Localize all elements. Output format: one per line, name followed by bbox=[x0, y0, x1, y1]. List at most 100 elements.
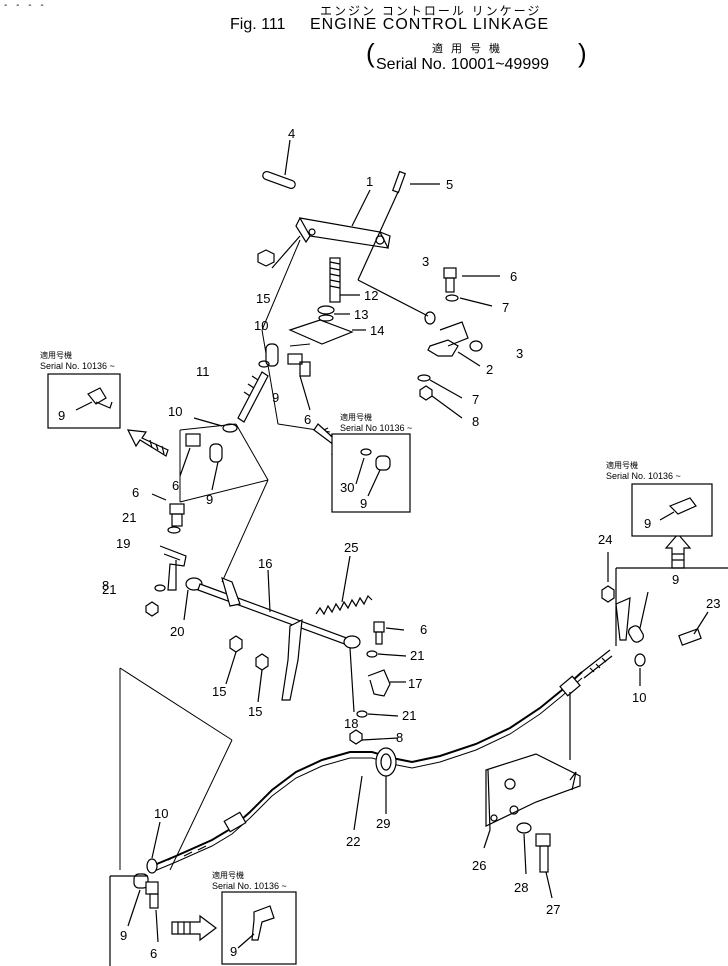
part-9-clevis-lower bbox=[127, 873, 159, 943]
inset-left-jp: 適用号機 bbox=[40, 350, 72, 360]
callout-14: 14 bbox=[370, 323, 384, 338]
connector-lines bbox=[119, 239, 331, 871]
part-2-bracket bbox=[424, 311, 483, 367]
inset-center-serial: Serial No 10136 ~ bbox=[340, 423, 412, 433]
callout-10a: 10 bbox=[254, 318, 268, 333]
callout-15a: 15 bbox=[256, 291, 270, 306]
callout-24: 24 bbox=[598, 532, 612, 547]
callout-10c: 10 bbox=[632, 690, 646, 705]
applicable-units-label: 適用号機 bbox=[432, 42, 508, 55]
part-4-rod bbox=[262, 139, 296, 190]
callout-9d: 9 bbox=[120, 928, 127, 943]
inset-right-serial: Serial No. 10136 ~ bbox=[606, 471, 681, 481]
inset-bracket-lower bbox=[109, 875, 148, 966]
callout-9a: 9 bbox=[272, 390, 279, 405]
inset-lower-serial: Serial No. 10136 ~ bbox=[212, 881, 287, 891]
part-6-bolt-upper-right bbox=[443, 267, 500, 293]
callout-15c: 15 bbox=[248, 704, 262, 719]
callout-8b: 8 bbox=[102, 578, 109, 593]
callout-13: 13 bbox=[354, 307, 368, 322]
callout-3a: 3 bbox=[422, 254, 429, 269]
part-9-clevis-right bbox=[628, 591, 649, 643]
part-21-washers bbox=[154, 526, 378, 718]
callout-26: 26 bbox=[472, 858, 486, 873]
callout-4: 4 bbox=[288, 126, 295, 141]
inset-box-right bbox=[631, 483, 713, 537]
callout-23: 23 bbox=[706, 596, 720, 611]
part-29-grommet bbox=[375, 747, 397, 814]
callout-2: 2 bbox=[486, 362, 493, 377]
callout-6d: 6 bbox=[132, 485, 139, 500]
callout-18: 18 bbox=[344, 716, 358, 731]
inset-left-serial: Serial No. 10136 ~ bbox=[40, 361, 115, 371]
inset-box-center bbox=[331, 433, 411, 513]
inset-center-part-9: 9 bbox=[360, 496, 367, 511]
callout-21-lower-left: 21 bbox=[102, 582, 116, 597]
callout-3b: 3 bbox=[516, 346, 523, 361]
inset-left-part-9: 9 bbox=[58, 408, 65, 423]
part-24-clip bbox=[615, 597, 631, 641]
callout-22: 22 bbox=[346, 834, 360, 849]
open-paren: ( bbox=[366, 38, 375, 68]
figure-number: Fig. 111 bbox=[230, 16, 286, 33]
callout-27: 27 bbox=[546, 902, 560, 917]
part-25-spring bbox=[315, 555, 373, 616]
part-6-bolt-mid-right bbox=[361, 621, 407, 741]
part-26-bracket bbox=[483, 692, 581, 849]
close-paren: ) bbox=[578, 38, 587, 68]
serial-range: Serial No. 10001~49999 bbox=[376, 56, 550, 73]
part-10-lower-pins bbox=[146, 653, 646, 874]
callout-6b: 6 bbox=[304, 412, 311, 427]
callout-19: 19 bbox=[116, 536, 130, 551]
inset-right-jp: 適用号機 bbox=[606, 460, 638, 470]
callout-labels: 1 2 3 3 4 5 6 6 6 6 6 6 7 7 8 8 8 9 9 9 … bbox=[102, 126, 720, 961]
arrow-left-upper bbox=[126, 429, 169, 457]
part-14-plate bbox=[288, 319, 366, 345]
part-7-washers-upper bbox=[417, 294, 493, 399]
callout-25: 25 bbox=[344, 540, 358, 555]
callout-15b: 15 bbox=[212, 684, 226, 699]
inset-box-left bbox=[47, 373, 121, 429]
figure-header: - - - - エンジン コントロール リンケージ Fig. 111 ENGIN… bbox=[0, 0, 728, 90]
part-15-nuts-mid bbox=[225, 635, 269, 703]
callout-1: 1 bbox=[366, 174, 373, 189]
callout-21a: 21 bbox=[122, 510, 136, 525]
part-17-bracket bbox=[367, 669, 406, 697]
callout-20: 20 bbox=[170, 624, 184, 639]
inset-right-part-9: 9 bbox=[644, 516, 651, 531]
part-27-bolt bbox=[535, 833, 553, 899]
inset-lower-jp: 適用号機 bbox=[212, 870, 244, 880]
inset-box-lower bbox=[221, 891, 297, 965]
inset-center-part-30: 30 bbox=[340, 480, 354, 495]
callout-12: 12 bbox=[364, 288, 378, 303]
part-10-pin-upper bbox=[193, 360, 270, 433]
part-19-bracket bbox=[159, 545, 187, 591]
part-5-pin bbox=[357, 170, 440, 317]
part-8-nut-upper bbox=[419, 385, 463, 419]
part-6-bolts-mid bbox=[151, 353, 311, 527]
part-15-nut-upper bbox=[257, 235, 301, 269]
callout-6f: 6 bbox=[150, 946, 157, 961]
callout-28: 28 bbox=[514, 880, 528, 895]
part-9-clevis-upper bbox=[209, 343, 279, 491]
callout-5: 5 bbox=[446, 177, 453, 192]
figure-title: ENGINE CONTROL LINKAGE bbox=[310, 16, 550, 33]
inset-bracket-right bbox=[615, 567, 728, 646]
part-22-cable bbox=[151, 649, 613, 873]
callout-10b: 10 bbox=[168, 404, 182, 419]
corner-marks: - - - - bbox=[4, 0, 47, 11]
part-12-bolt bbox=[329, 257, 360, 303]
japanese-title: エンジン コントロール リンケージ bbox=[320, 4, 542, 18]
arrow-up-right bbox=[664, 533, 692, 569]
inset-center-jp: 適用号機 bbox=[340, 412, 372, 422]
callout-7b: 7 bbox=[472, 392, 479, 407]
part-11-rod bbox=[237, 371, 269, 423]
part-18-bushing bbox=[343, 635, 361, 713]
callout-17: 17 bbox=[408, 676, 422, 691]
callout-6e: 6 bbox=[420, 622, 427, 637]
callout-8a: 8 bbox=[472, 414, 479, 429]
callout-8c: 8 bbox=[396, 730, 403, 745]
callout-16: 16 bbox=[258, 556, 272, 571]
callout-11: 11 bbox=[196, 364, 210, 379]
